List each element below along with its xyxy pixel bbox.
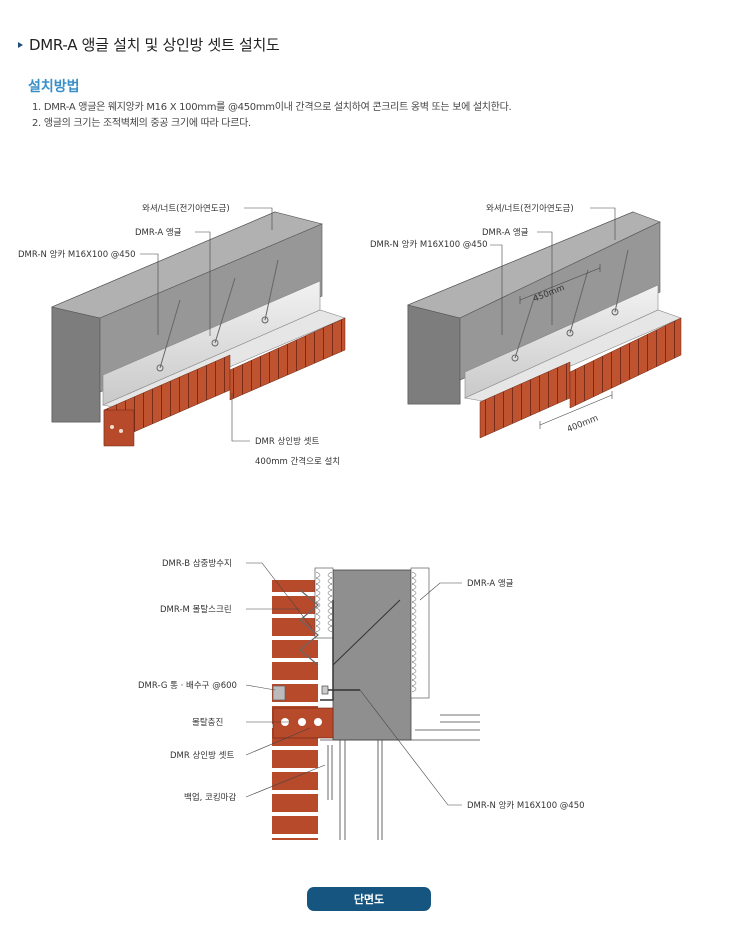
section-label-mortar-fill: 몰탈충진 bbox=[192, 717, 223, 728]
section-angle bbox=[320, 600, 334, 701]
section-label-drain: DMR-G 통 · 배수구 @600 bbox=[138, 681, 237, 691]
mortar-screen bbox=[299, 589, 319, 666]
step-2: 2. 앵글의 크기는 조적벽체의 중공 크기에 따라 다르다. bbox=[32, 118, 251, 129]
right-label-anchor: DMR-N 앙카 M16X100 @450 bbox=[370, 239, 488, 250]
left-label-angle: DMR-A 앵글 bbox=[135, 227, 182, 238]
section-label-backup: 백업, 코킹마감 bbox=[184, 792, 237, 803]
drain-box bbox=[272, 685, 286, 701]
page-header: DMR-A 앵글 설치 및 상인방 셋트 설치도 bbox=[18, 34, 280, 55]
right-label-angle: DMR-A 앵글 bbox=[482, 227, 529, 238]
right-3d-diagram: 450mm 400mm 와셔/너트(전기아연도금) DMR-A 앵글 DMR-N… bbox=[370, 203, 682, 439]
section-label-mortar-screen: DMR-M 몰탈스크린 bbox=[160, 604, 232, 615]
page-title: DMR-A 앵글 설치 및 상인방 셋트 설치도 bbox=[29, 36, 280, 54]
section-label-angle: DMR-A 앵글 bbox=[467, 578, 514, 589]
concrete-wall-section bbox=[332, 569, 412, 741]
step-1: 1. DMR-A 앵글은 웨지앙카 M16 X 100mm를 @450mm이내 … bbox=[32, 102, 512, 113]
section-title: 설치방법 bbox=[28, 79, 80, 95]
left-3d-diagram: 와셔/너트(전기아연도금) DMR-A 앵글 DMR-N 앙카 M16X100 … bbox=[18, 203, 346, 467]
left-label-lintel-1: DMR 상인방 셋트 bbox=[255, 436, 319, 447]
right-dim-400: 400mm bbox=[566, 413, 600, 435]
bricks-right-b bbox=[569, 317, 682, 409]
left-label-washer: 와셔/너트(전기아연도금) bbox=[142, 203, 230, 214]
install-steps: 1. DMR-A 앵글은 웨지앙카 M16 X 100mm를 @450mm이내 … bbox=[32, 100, 512, 132]
right-label-washer: 와셔/너트(전기아연도금) bbox=[486, 203, 574, 214]
section-label-anchor: DMR-N 앙카 M16X100 @450 bbox=[467, 800, 585, 811]
left-label-lintel-2: 400mm 간격으로 설치 bbox=[255, 456, 340, 467]
insulation-right bbox=[410, 567, 430, 699]
bricks-left-b bbox=[229, 317, 346, 401]
section-view-badge: 단면도 bbox=[307, 887, 431, 911]
section-diagram: DMR-B 삼중방수지 DMR-M 몰탈스크린 DMR-G 통 · 배수구 @6… bbox=[138, 558, 585, 840]
left-label-anchor: DMR-N 앙카 M16X100 @450 bbox=[18, 249, 136, 260]
section-label-waterproof: DMR-B 삼중방수지 bbox=[162, 558, 232, 569]
triangle-bullet-icon bbox=[18, 41, 23, 48]
section-label-lintel: DMR 상인방 셋트 bbox=[170, 750, 234, 761]
